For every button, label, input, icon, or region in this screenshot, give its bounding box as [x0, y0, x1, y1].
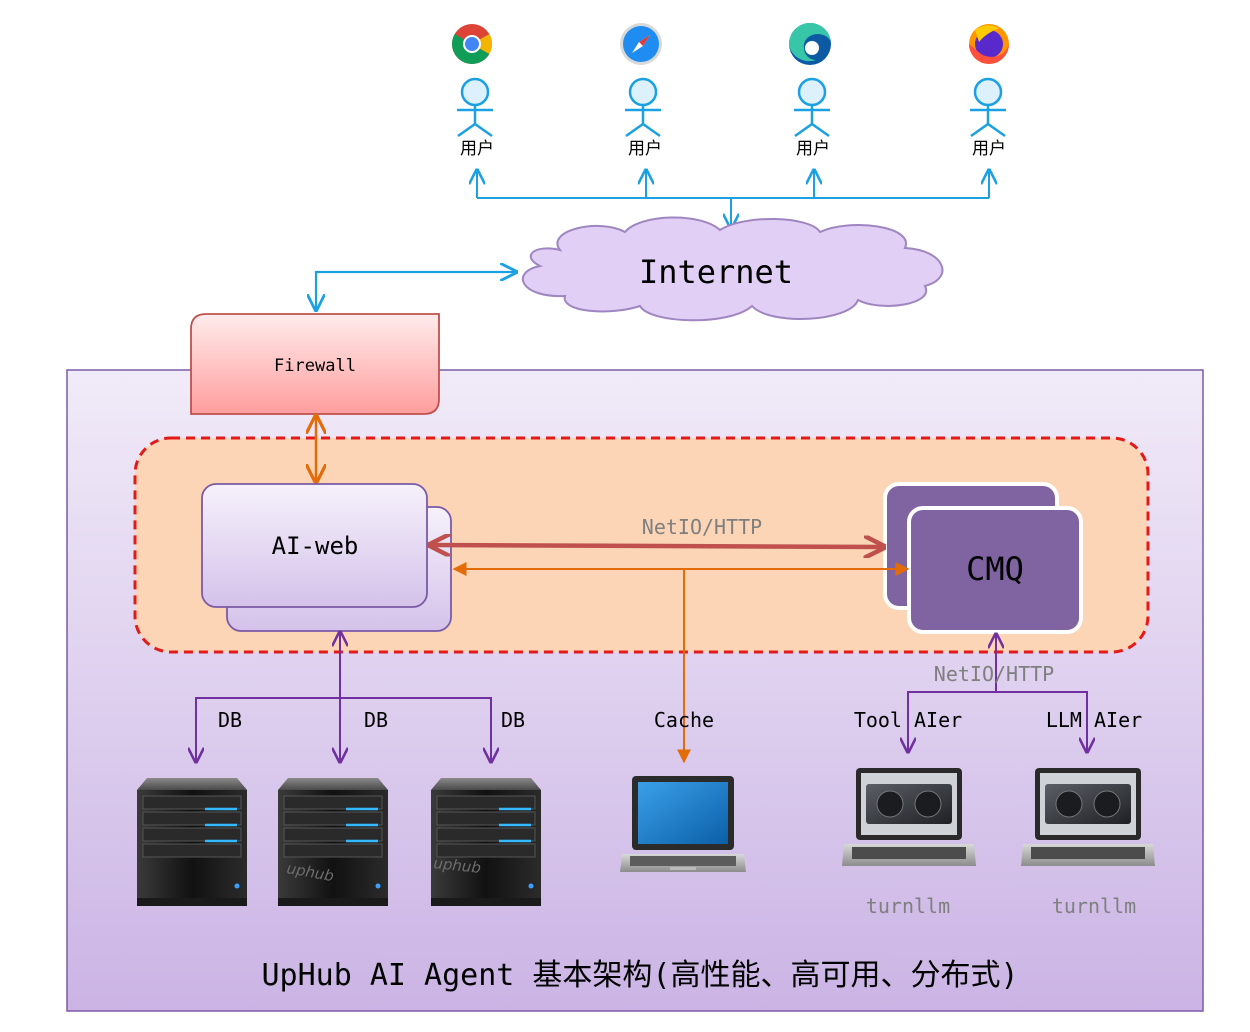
diagram-caption: UpHub AI Agent 基本架构(高性能、高可用、分布式) — [261, 958, 1018, 993]
internet-firewall-link — [316, 272, 516, 310]
user-figure — [970, 77, 1006, 138]
worker-laptop — [842, 768, 976, 866]
worker-name-label: turnllm — [1052, 894, 1136, 918]
user-connections — [477, 170, 989, 228]
db-server: uphub — [431, 778, 541, 906]
user-label: 用户 — [972, 139, 1006, 159]
ai-web-label: AI-web — [272, 532, 359, 560]
server-brand: uphub — [433, 854, 482, 877]
firefox-icon — [969, 24, 1009, 64]
users-row: 用户 用户 用户 用户 — [452, 22, 1009, 159]
firewall-label: Firewall — [274, 356, 356, 376]
cmq-node: CMQ — [883, 482, 1083, 634]
db-server — [137, 778, 247, 906]
chrome-icon — [452, 24, 492, 64]
worker-name-label: turnllm — [866, 894, 950, 918]
cache-link — [452, 562, 910, 764]
user-figure — [457, 77, 493, 138]
db-label: DB — [501, 708, 525, 732]
worker-role-label: LLM AIer — [1046, 708, 1142, 732]
user-figure — [794, 77, 830, 138]
db-label: DB — [218, 708, 242, 732]
edge-icon — [788, 22, 831, 65]
safari-icon — [620, 23, 662, 65]
internet-cloud: Internet — [521, 216, 944, 322]
worker-role-label: Tool AIer — [854, 708, 962, 732]
worker-laptop — [1021, 768, 1155, 866]
db-label: DB — [364, 708, 388, 732]
web-cmq-link — [430, 545, 884, 547]
web-cmq-link-label: NetIO/HTTP — [642, 515, 762, 539]
worker-links — [908, 634, 1087, 752]
user-label: 用户 — [460, 139, 494, 159]
user-figure — [625, 77, 661, 138]
db-server: uphub — [278, 778, 388, 906]
db-links — [196, 632, 491, 762]
cmq-worker-link-label: NetIO/HTTP — [934, 662, 1054, 686]
cache-label: Cache — [654, 708, 714, 732]
ai-web-node: AI-web — [201, 483, 452, 632]
cache-laptop — [620, 776, 746, 872]
firewall-node: Firewall — [190, 313, 440, 415]
internet-label: Internet — [639, 253, 793, 291]
cmq-label: CMQ — [966, 550, 1024, 588]
user-label: 用户 — [796, 139, 830, 159]
user-label: 用户 — [628, 139, 662, 159]
